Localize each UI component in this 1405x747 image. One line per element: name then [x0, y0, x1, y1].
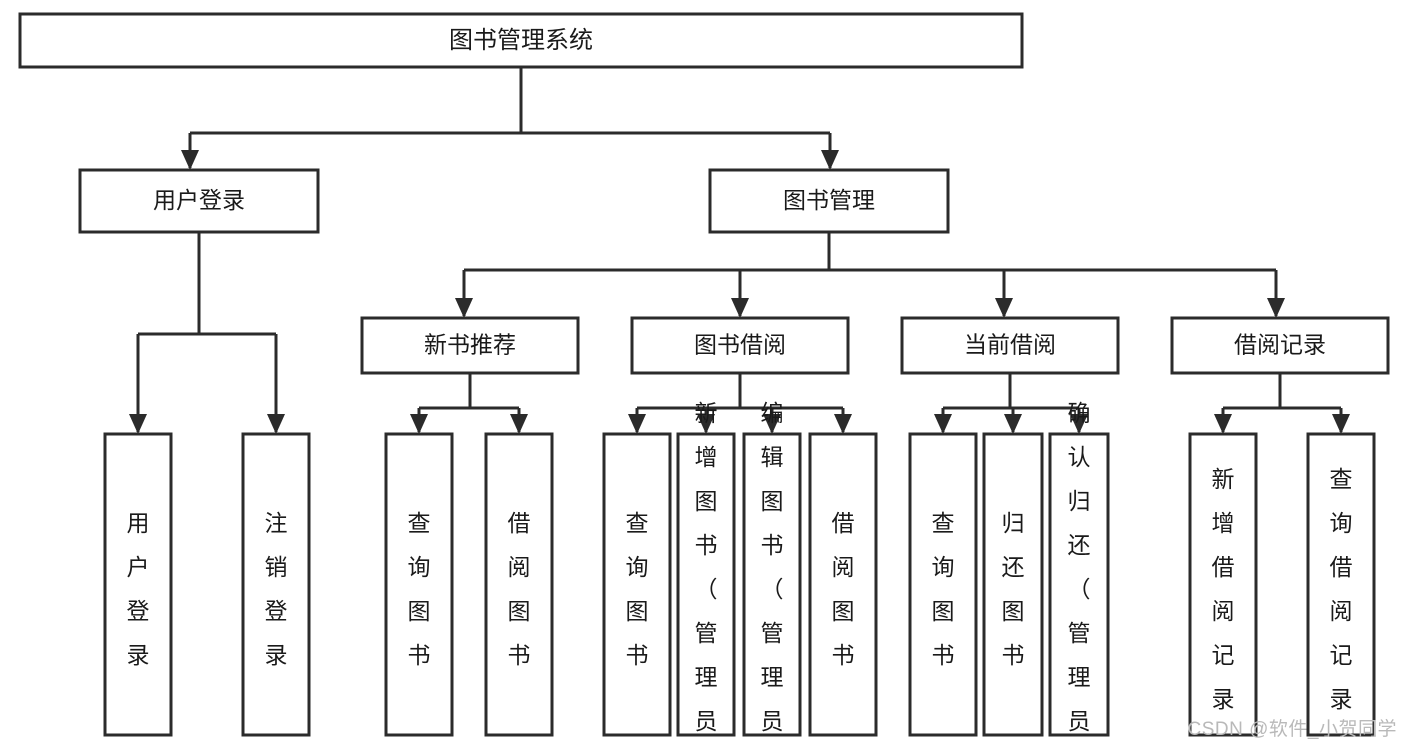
node-label: 查询图书 — [408, 510, 431, 668]
node-leaf-borrow-book-1[interactable]: 借阅图书 — [484, 432, 554, 737]
node-box — [1188, 432, 1258, 737]
node-label: 新书推荐 — [424, 332, 516, 358]
arrow-head-icon — [821, 150, 839, 170]
node-label: 图书借阅 — [694, 332, 786, 358]
arrow-head-icon — [731, 298, 749, 318]
node-label: 注销登录 — [265, 510, 288, 668]
arrow-head-icon — [510, 414, 528, 434]
node-label: 编辑图书（管理员） — [761, 400, 784, 747]
arrow-head-icon — [763, 414, 781, 434]
node-leaf-query-book-2[interactable]: 查询图书 — [602, 432, 672, 737]
node-label: 图书管理 — [783, 187, 875, 213]
node-label: 借阅记录 — [1234, 332, 1326, 358]
connector-borrow-record — [1214, 373, 1350, 434]
node-box — [360, 316, 580, 375]
node-leaf-query-book-3[interactable]: 查询图书 — [908, 432, 978, 737]
arrow-head-icon — [697, 414, 715, 434]
arrow-head-icon — [181, 150, 199, 170]
arrow-head-icon — [410, 414, 428, 434]
arrow-head-icon — [995, 298, 1013, 318]
arrow-head-icon — [129, 414, 147, 434]
node-leaf-user-logout[interactable]: 注销登录 — [241, 432, 311, 737]
node-label: 用户登录 — [153, 187, 245, 213]
connector-user-login — [129, 232, 285, 434]
node-layer: 图书管理系统用户登录图书管理新书推荐图书借阅当前借阅借阅记录用户登录注销登录查询… — [18, 12, 1390, 747]
arrow-head-icon — [628, 414, 646, 434]
node-label: 查询图书 — [626, 510, 649, 668]
node-new-book-recommend[interactable]: 新书推荐 — [360, 316, 580, 375]
node-leaf-add-borrow-record[interactable]: 新增借阅记录 — [1188, 432, 1258, 737]
node-label: 借阅图书 — [832, 510, 855, 668]
node-label: 确认归还（管理员） — [1068, 400, 1091, 747]
arrow-head-icon — [1214, 414, 1232, 434]
node-leaf-query-book-1[interactable]: 查询图书 — [384, 432, 454, 737]
connector-root — [181, 67, 839, 170]
connector-book-manage — [455, 232, 1285, 318]
node-box — [676, 432, 736, 737]
node-label: 用户登录 — [127, 510, 150, 668]
node-book-manage[interactable]: 图书管理 — [708, 168, 950, 234]
node-current-borrow[interactable]: 当前借阅 — [900, 316, 1120, 375]
node-label: 图书管理系统 — [449, 27, 593, 54]
arrow-head-icon — [267, 414, 285, 434]
node-borrow-record[interactable]: 借阅记录 — [1170, 316, 1390, 375]
node-leaf-confirm-return[interactable]: 确认归还（管理员） — [1048, 400, 1110, 747]
connector-new-book-recommend — [410, 373, 528, 434]
node-box — [1048, 432, 1110, 737]
csdn-watermark: CSDN @软件_小贺同学 — [1187, 719, 1397, 740]
connector-book-borrow — [628, 373, 852, 434]
node-box — [484, 432, 554, 737]
node-label: 归还图书 — [1002, 510, 1025, 668]
node-leaf-query-borrow-record[interactable]: 查询借阅记录 — [1306, 432, 1376, 737]
node-label: 新增图书（管理员） — [695, 400, 718, 747]
node-box — [742, 432, 802, 737]
connector-current-borrow — [934, 373, 1088, 434]
arrow-head-icon — [455, 298, 473, 318]
arrow-head-icon — [834, 414, 852, 434]
node-label: 查询借阅记录 — [1330, 466, 1353, 712]
node-box — [602, 432, 672, 737]
node-box — [384, 432, 454, 737]
node-box — [18, 12, 1024, 69]
arrow-head-icon — [1004, 414, 1022, 434]
node-box — [630, 316, 850, 375]
node-label: 借阅图书 — [508, 510, 531, 668]
node-box — [78, 168, 320, 234]
node-book-borrow[interactable]: 图书借阅 — [630, 316, 850, 375]
node-box — [708, 168, 950, 234]
node-root[interactable]: 图书管理系统 — [18, 12, 1024, 69]
node-label: 当前借阅 — [964, 332, 1056, 358]
connector-layer — [129, 67, 1350, 434]
node-leaf-borrow-book-2[interactable]: 借阅图书 — [808, 432, 878, 737]
node-box — [1170, 316, 1390, 375]
node-box — [1306, 432, 1376, 737]
node-box — [808, 432, 878, 737]
node-label: 查询图书 — [932, 510, 955, 668]
node-box — [908, 432, 978, 737]
arrow-head-icon — [934, 414, 952, 434]
node-leaf-edit-book[interactable]: 编辑图书（管理员） — [742, 400, 802, 747]
node-box — [982, 432, 1044, 737]
arrow-head-icon — [1070, 414, 1088, 434]
node-box — [103, 432, 173, 737]
node-user-login[interactable]: 用户登录 — [78, 168, 320, 234]
node-leaf-return-book[interactable]: 归还图书 — [982, 432, 1044, 737]
node-box — [900, 316, 1120, 375]
arrow-head-icon — [1267, 298, 1285, 318]
arrow-head-icon — [1332, 414, 1350, 434]
node-leaf-user-login[interactable]: 用户登录 — [103, 432, 173, 737]
node-leaf-add-book[interactable]: 新增图书（管理员） — [676, 400, 736, 747]
node-label: 新增借阅记录 — [1212, 466, 1235, 712]
node-box — [241, 432, 311, 737]
